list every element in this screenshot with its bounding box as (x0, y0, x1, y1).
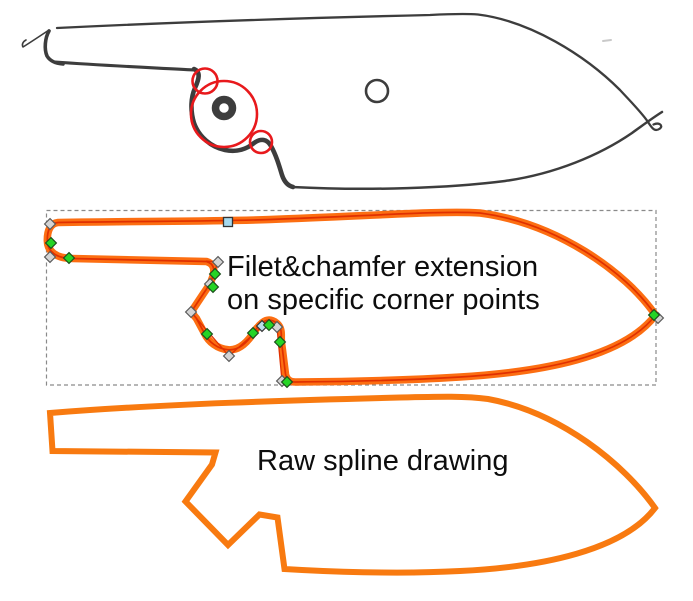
caption-line-2: on specific corner points (227, 284, 540, 316)
filleted-drawing-caption: Filet&chamfer extension on specific corn… (227, 251, 540, 317)
fillet-point-marker[interactable] (280, 375, 294, 389)
sketch-handle-bottom-edge (53, 60, 196, 72)
raw-drawing-caption: Raw spline drawing (257, 445, 509, 477)
corner-point-marker[interactable] (43, 217, 57, 231)
fillet-point-marker[interactable] (262, 318, 276, 332)
corner-point-marker[interactable] (222, 349, 236, 363)
sketch-top-outline (55, 12, 663, 132)
corner-point-marker[interactable] (211, 255, 225, 269)
fillet-point-marker[interactable] (206, 280, 220, 294)
fillet-point-marker[interactable] (273, 335, 287, 349)
fillet-point-marker[interactable] (44, 236, 58, 250)
raw-spline-outline[interactable] (46, 393, 659, 576)
fillet-point-marker[interactable] (200, 327, 214, 341)
fillet-point-marker[interactable] (62, 251, 76, 265)
sketch-notch-stroke (189, 66, 296, 190)
fillet-point-marker[interactable] (246, 326, 260, 340)
sketch-pencil-flick (21, 29, 50, 48)
sketch-stray-tick (602, 39, 612, 42)
fillet-point-marker[interactable] (208, 267, 222, 281)
spline-node-handle[interactable] (222, 216, 234, 228)
corner-point-marker[interactable] (43, 250, 57, 264)
selection-bounding-box (45, 209, 657, 386)
sketch-bottom-outline (290, 110, 664, 191)
sketch-donut-blob (211, 95, 237, 121)
fillet-point-marker[interactable] (647, 308, 661, 322)
fillet-annotation-circle-small-bottom (248, 129, 274, 155)
sketch-small-circle (364, 78, 390, 104)
corner-point-marker[interactable] (184, 305, 198, 319)
caption-line-1: Filet&chamfer extension (227, 251, 539, 283)
fillet-annotation-circle-large (189, 79, 259, 149)
control-point-markers (43, 216, 665, 389)
